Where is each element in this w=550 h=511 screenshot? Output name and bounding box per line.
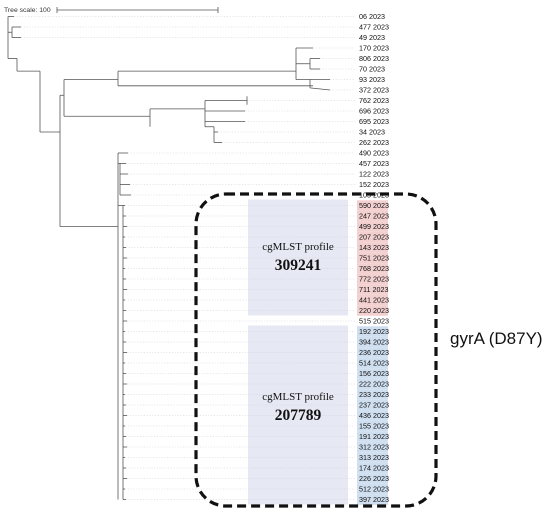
- leaf-highlight: [357, 452, 388, 463]
- leaf-label: 806 2023: [359, 54, 389, 63]
- leaf-highlight: [357, 347, 388, 358]
- profile-1-caption: cgMLST profile: [262, 241, 334, 253]
- leaf-label: 222 2023: [359, 380, 389, 389]
- leaf-label: 93 2023: [359, 75, 385, 84]
- profile-captions: cgMLST profile 309241 cgMLST profile 207…: [262, 241, 334, 424]
- leaf-label: 751 2023: [359, 254, 389, 263]
- gyra-cluster-frame: [194, 192, 438, 508]
- leaf-highlight: [357, 326, 388, 337]
- leaf-label: 768 2023: [359, 264, 389, 273]
- profile-2-caption: cgMLST profile: [262, 391, 334, 403]
- leaf-label: 397 2023: [359, 495, 389, 504]
- leaf-label: 772 2023: [359, 275, 389, 284]
- leaf-label: 226 2023: [359, 474, 389, 483]
- profile-1-number: 309241: [275, 257, 322, 274]
- leaf-highlight: [357, 357, 388, 369]
- leaf-label: 515 2023: [359, 317, 389, 326]
- leaf-label: 236 2023: [359, 348, 389, 357]
- leaf-label: 143 2023: [359, 243, 389, 252]
- leaf-label: 372 2023: [359, 86, 389, 95]
- leaf-label: 155 2023: [359, 422, 389, 431]
- leaf-label: 711 2023: [359, 285, 388, 294]
- tree-scale-label: Tree scale: 100: [4, 7, 51, 14]
- profile-panel-1: [248, 199, 348, 316]
- leaf-label: 499 2023: [359, 222, 389, 231]
- leaf-label: 441 2023: [359, 296, 389, 305]
- leaf-highlight: [357, 273, 388, 285]
- leaf-label: 247 2023: [359, 212, 389, 221]
- leaf-label: 156 2023: [359, 369, 389, 378]
- leaf-label: 696 2023: [359, 107, 389, 116]
- leaf-highlight: [357, 420, 388, 432]
- leaf-highlight: [357, 494, 388, 505]
- leaf-highlight: [357, 263, 388, 274]
- leaf-highlight: [357, 336, 388, 348]
- leaf-label: 590 2023: [359, 201, 389, 210]
- leaf-label: 152 2023: [359, 180, 389, 189]
- leaf-highlight: [357, 210, 388, 222]
- leaf-label: 514 2023: [359, 359, 389, 368]
- leaf-highlight: [357, 221, 388, 232]
- leaf-label: 312 2023: [359, 443, 389, 452]
- leaf-label: 06 2023: [359, 12, 385, 21]
- leaf-highlight: [357, 399, 388, 411]
- tree-branch: [309, 87, 331, 91]
- leaf-label: 49 2023: [359, 33, 385, 42]
- leaf-label: 695 2023: [359, 117, 389, 126]
- tree-scale: Tree scale: 100: [4, 7, 219, 14]
- leaf-highlight: [357, 200, 388, 211]
- leaf-highlight: [357, 242, 388, 253]
- leaf-label: 220 2023: [359, 306, 389, 315]
- leaf-highlight: [357, 368, 388, 379]
- leaf-label: 233 2023: [359, 390, 389, 399]
- leaf-highlight: [357, 284, 388, 295]
- leaf-highlight: [357, 294, 388, 306]
- leaf-highlight: [357, 389, 388, 400]
- leaf-highlights: [357, 200, 388, 505]
- leaf-highlight: [357, 462, 388, 474]
- leaf-label: 512 2023: [359, 485, 389, 494]
- leaf-label: 122 2023: [359, 170, 389, 179]
- leaf-label: 477 2023: [359, 23, 389, 32]
- leaf-label: 394 2023: [359, 338, 389, 347]
- leaf-label: 191 2023: [359, 432, 389, 441]
- leaf-highlight: [357, 473, 388, 484]
- profile-panels: [248, 199, 348, 505]
- leaf-highlight: [357, 231, 388, 243]
- leaf-highlight: [357, 410, 388, 421]
- leaf-highlight: [357, 378, 388, 390]
- leaf-highlight: [357, 431, 388, 442]
- leaf-guides: [14, 16, 355, 500]
- leaf-label: 262 2023: [359, 138, 389, 147]
- leaf-label: 762 2023: [359, 96, 389, 105]
- tree-branches: [7, 16, 331, 500]
- leaf-highlight: [357, 483, 388, 495]
- profile-panel-2: [248, 325, 348, 505]
- leaf-highlight: [357, 252, 388, 264]
- leaf-highlight: [357, 441, 388, 453]
- leaf-label: 457 2023: [359, 159, 389, 168]
- leaf-label: 313 2023: [359, 453, 389, 462]
- leaf-label: 207 2023: [359, 233, 389, 242]
- profile-2-number: 207789: [275, 407, 322, 424]
- leaf-label: 170 2023: [359, 44, 389, 53]
- leaf-label: 174 2023: [359, 464, 389, 473]
- gyra-mutation-label: gyrA (D87Y): [450, 329, 543, 348]
- leaf-label: 70 2023: [359, 65, 385, 74]
- leaf-label: 192 2023: [359, 327, 389, 336]
- leaf-label: 34 2023: [359, 128, 385, 137]
- leaf-highlight: [357, 305, 388, 316]
- leaf-label: 436 2023: [359, 411, 389, 420]
- leaf-label: 237 2023: [359, 401, 389, 410]
- leaf-label: 490 2023: [359, 149, 389, 158]
